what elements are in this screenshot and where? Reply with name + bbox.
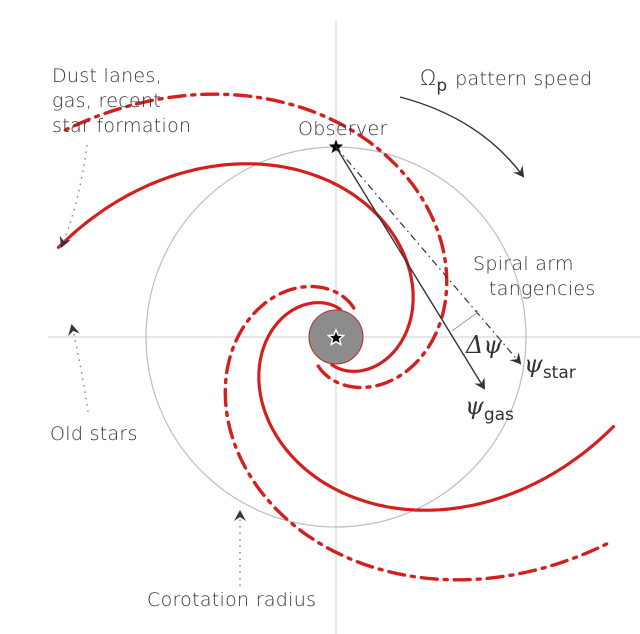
psi-gas-subscript: gas bbox=[484, 405, 514, 425]
psi-star-symbol: ψ bbox=[524, 350, 544, 378]
gas-arm-2 bbox=[257, 300, 616, 512]
observer-star-icon bbox=[328, 139, 344, 154]
star-arm-1 bbox=[60, 92, 449, 390]
omega-symbol: Ω bbox=[420, 66, 436, 90]
old-stars-label: Old stars bbox=[50, 423, 138, 445]
pattern-speed-text: pattern speed bbox=[455, 68, 592, 90]
pattern-speed-label: Ωp pattern speed bbox=[420, 66, 592, 96]
psi-star-label: ψstar bbox=[524, 350, 576, 383]
old-stars-pointer-arrow bbox=[68, 324, 89, 413]
dust-label-line1: Dust lanes, bbox=[52, 65, 162, 87]
psi-gas-symbol: ψ bbox=[465, 392, 485, 420]
psi-star-sightline bbox=[335, 146, 522, 365]
psi-star-subscript: star bbox=[543, 363, 576, 383]
psi-gas-sightline bbox=[335, 146, 486, 390]
dust-label-line3: star formation bbox=[52, 115, 191, 137]
omega-subscript: p bbox=[436, 76, 447, 96]
tangencies-label-line2: tangencies bbox=[489, 278, 596, 300]
star-arm-2 bbox=[223, 284, 612, 582]
dust-label-line2: gas, recent bbox=[52, 90, 161, 112]
center-star-icon bbox=[326, 328, 346, 347]
corotation-label: Corotation radius bbox=[147, 589, 316, 611]
gas-arm-1 bbox=[56, 162, 415, 374]
observer-label: Observer bbox=[298, 118, 388, 140]
spiral-arms bbox=[56, 92, 616, 582]
delta-psi-angle-marker bbox=[451, 309, 479, 332]
rotation-arrow bbox=[399, 96, 525, 178]
psi-gas-label: ψgas bbox=[465, 392, 514, 425]
tangencies-label-line1: Spiral arm bbox=[473, 253, 574, 275]
delta-psi-label: Δψ bbox=[465, 331, 503, 359]
